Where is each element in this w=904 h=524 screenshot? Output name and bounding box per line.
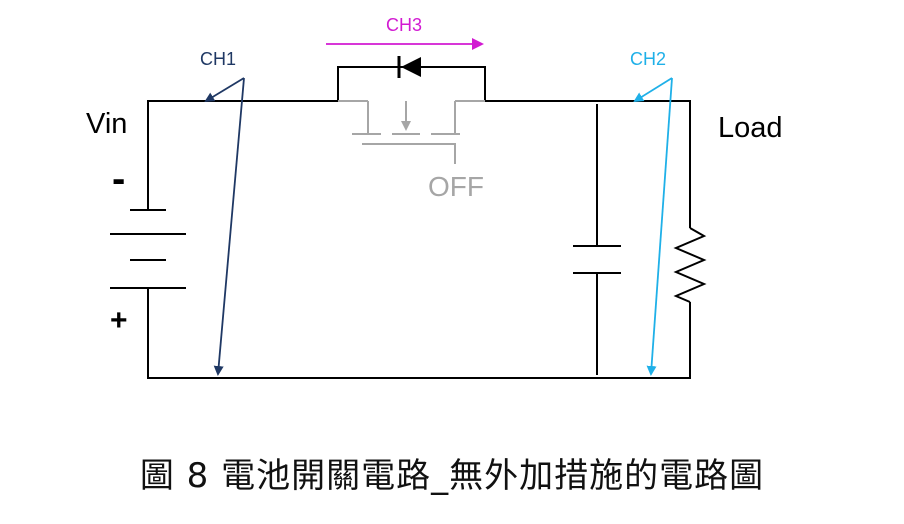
capacitor-symbol [573,104,621,375]
vin-label: Vin [86,108,127,140]
diode-symbol [397,56,421,78]
figure-caption: 圖 8 電池開關電路_無外加措施的電路圖 [139,456,765,496]
ch3-label: CH3 [386,15,422,35]
mosfet-symbol [338,100,485,164]
battery-minus-label: - [112,157,125,201]
load-resistor-symbol [673,227,707,303]
top-left-wire [147,100,338,210]
battery-symbol [110,209,186,289]
ch1-label: CH1 [200,49,236,69]
ch2-probe-arrows [633,77,673,376]
ch1-probe-arrows [204,77,245,376]
top-right-wire [485,100,691,228]
circuit-wires [147,66,691,379]
mosfet-off-label: OFF [428,171,484,202]
ch2-label: CH2 [630,49,666,69]
bottom-wire [147,288,691,379]
battery-plus-label: + [110,304,128,337]
load-label: Load [718,112,783,144]
